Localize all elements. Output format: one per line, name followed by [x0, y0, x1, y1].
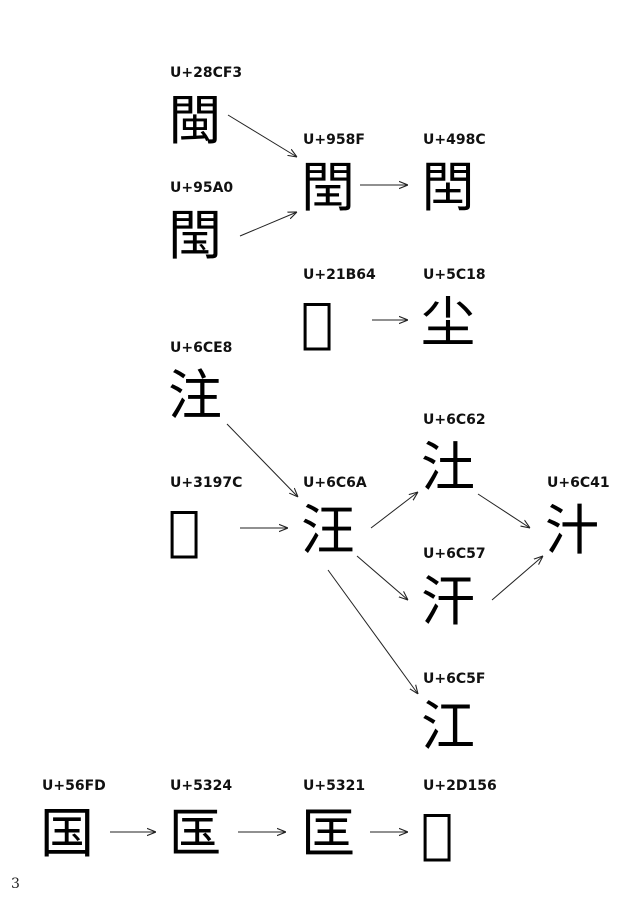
edge-arrow — [226, 423, 298, 497]
node-u21b64: U+21B64 𡭤 — [301, 267, 376, 354]
node-character: 匡 — [301, 802, 355, 865]
node-u5321: U+5321 匡 — [301, 778, 365, 865]
node-code-label: U+498C — [423, 132, 486, 148]
node-code-label: U+56FD — [42, 778, 106, 794]
node-u6c6a: U+6C6A 汪 — [301, 475, 367, 562]
edge-arrow — [227, 114, 297, 157]
node-u6c62: U+6C62 汢 — [421, 412, 486, 499]
node-character: 国 — [40, 802, 94, 865]
edge-arrow — [370, 492, 418, 529]
node-code-label: U+5321 — [303, 778, 365, 794]
node-code-label: U+6C6A — [303, 475, 367, 491]
node-character: 汢 — [421, 436, 475, 499]
node-code-label: U+28CF3 — [170, 65, 242, 81]
node-character: 閠 — [168, 204, 222, 267]
node-code-label: U+6CE8 — [170, 340, 232, 356]
node-u5324: U+5324 匤 — [168, 778, 232, 865]
node-character: 汗 — [421, 570, 475, 633]
node-character: 汪 — [301, 499, 355, 562]
node-code-label: U+6C57 — [423, 546, 486, 562]
node-u6ce8: U+6CE8 注 — [168, 340, 232, 427]
node-u95a0: U+95A0 閠 — [168, 180, 233, 267]
node-code-label: U+958F — [303, 132, 365, 148]
node-character: 注 — [168, 364, 222, 427]
edge-arrow — [327, 569, 418, 694]
node-character: 汁 — [545, 499, 599, 562]
edges — [110, 114, 543, 832]
node-character: 䦌 — [421, 156, 475, 219]
node-code-label: U+2D156 — [423, 778, 497, 794]
node-u3197c: U+3197C 𱥼 — [168, 475, 242, 562]
node-code-label: U+21B64 — [303, 267, 376, 283]
edge-arrow — [491, 556, 543, 601]
node-character: 匤 — [168, 802, 222, 865]
node-code-label: U+6C5F — [423, 671, 485, 687]
node-u958f: U+958F 閏 — [301, 132, 365, 219]
node-u28cf3: U+28CF3 閩 — [168, 65, 242, 152]
nodes: U+28CF3 閩 U+95A0 閠 U+958F 閏 U+498C 䦌 U+21B64 𡭤 U+5… — [40, 65, 610, 865]
node-code-label: U+5C18 — [423, 267, 486, 283]
edge-arrow — [477, 493, 530, 528]
edge-arrow — [356, 555, 408, 600]
node-u6c5f: U+6C5F 江 — [421, 671, 485, 758]
page-number: 3 — [11, 876, 20, 892]
node-u56fd: U+56FD 国 — [40, 778, 106, 865]
node-character: 閏 — [301, 156, 355, 219]
node-u2d156: U+2D156 𭅖 — [421, 778, 497, 865]
edge-arrow — [239, 212, 297, 237]
node-character: 閩 — [168, 89, 222, 152]
node-code-label: U+95A0 — [170, 180, 233, 196]
node-character: 𡭤 — [301, 291, 333, 354]
node-character: 𱥼 — [168, 499, 200, 562]
node-u6c57: U+6C57 汗 — [421, 546, 486, 633]
node-u498c: U+498C 䦌 — [421, 132, 486, 219]
node-u5c18: U+5C18 尘 — [421, 267, 486, 354]
node-code-label: U+6C62 — [423, 412, 486, 428]
node-code-label: U+6C41 — [547, 475, 610, 491]
node-code-label: U+5324 — [170, 778, 232, 794]
node-code-label: U+3197C — [170, 475, 242, 491]
node-character: 𭅖 — [421, 802, 453, 865]
node-character: 江 — [421, 695, 475, 758]
node-u6c41: U+6C41 汁 — [545, 475, 610, 562]
node-character: 尘 — [421, 291, 475, 354]
